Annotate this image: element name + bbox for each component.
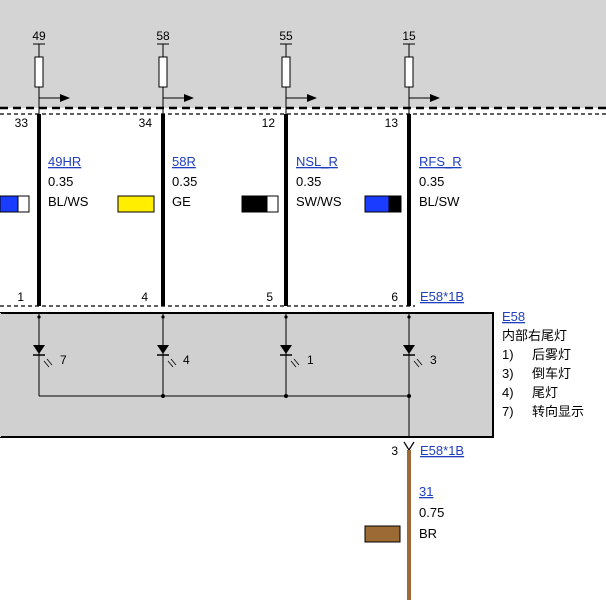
- lamp-component-box: [0, 312, 494, 438]
- wire-gauge: 0.35: [296, 174, 321, 189]
- connector-link[interactable]: E58*1B: [420, 289, 464, 304]
- wire-color-swatch-tail: [17, 195, 30, 213]
- wire-color-code: GE: [172, 194, 191, 209]
- wire-color-swatch: [364, 525, 401, 543]
- wire-link[interactable]: 31: [419, 484, 433, 499]
- wire-color-swatch-main: [241, 195, 268, 213]
- wire-color-code: BL/WS: [48, 194, 89, 209]
- terminal-label: 15: [402, 29, 416, 43]
- wire-color-code: BL/SW: [419, 194, 460, 209]
- legend-text: 转向显示: [532, 404, 584, 419]
- legend-number: 3): [502, 366, 514, 381]
- wire-link[interactable]: NSL_R: [296, 154, 338, 169]
- wire-label-58r: 58R 0.35 GE: [117, 154, 197, 213]
- legend-number: 4): [502, 385, 514, 400]
- wire-label-nsl-r: NSL_R 0.35 SW/WS: [241, 154, 342, 213]
- control-module-box: [0, 0, 606, 108]
- terminal-label: 58: [156, 29, 170, 43]
- wire-color-swatch-tail: [266, 195, 279, 213]
- wire-gauge: 0.35: [419, 174, 444, 189]
- pin-number: 12: [262, 116, 276, 130]
- fuse-resistor: [404, 56, 414, 88]
- lamp-number: 1: [307, 353, 314, 367]
- pin-number: 1: [17, 290, 24, 304]
- wire-label-rfs-r: RFS_R 0.35 BL/SW: [364, 154, 462, 213]
- lamp-number: 3: [430, 353, 437, 367]
- wire-gauge: 0.35: [48, 174, 73, 189]
- pin-number: 5: [266, 290, 273, 304]
- wire-gauge: 0.35: [172, 174, 197, 189]
- wire-color-code: SW/WS: [296, 194, 342, 209]
- connector-link[interactable]: E58*1B: [420, 443, 464, 458]
- wire-label-31: 31 0.75 BR: [364, 484, 444, 543]
- component-legend: E58 内部右尾灯 1) 后雾灯 3) 倒车灯 4) 尾灯 7) 转向显示: [502, 309, 584, 419]
- wire-color-swatch-tail: [388, 195, 402, 213]
- fuse-resistor: [34, 56, 44, 88]
- legend-number: 7): [502, 404, 514, 419]
- terminal-label: 55: [279, 29, 293, 43]
- wire-color-swatch: [117, 195, 155, 213]
- led-symbol: 7: [33, 345, 67, 368]
- wire-link[interactable]: 49HR: [48, 154, 81, 169]
- legend-text: 倒车灯: [532, 366, 571, 381]
- pin-number: 34: [139, 116, 153, 130]
- legend-text: 尾灯: [532, 385, 558, 400]
- fuse-resistor: [158, 56, 168, 88]
- wire-color-swatch-main: [364, 195, 390, 213]
- led-symbol: 1: [280, 345, 314, 368]
- ground-pin-marker: [403, 441, 415, 452]
- lamp-number: 4: [183, 353, 190, 367]
- pin-number: 13: [385, 116, 399, 130]
- top-pin-group: 49 33: [15, 29, 70, 130]
- pin-number: 6: [391, 290, 398, 304]
- pin-number: 4: [141, 290, 148, 304]
- lamp-number: 7: [60, 353, 67, 367]
- wire-label-49hr: 49HR 0.35 BL/WS: [0, 154, 89, 213]
- wire-color-code: BR: [419, 526, 437, 541]
- wire-color-swatch-main: [0, 195, 19, 213]
- pin-number: 3: [391, 444, 398, 458]
- wire-link[interactable]: RFS_R: [419, 154, 462, 169]
- top-pin-group: 58 34: [139, 29, 194, 130]
- wire-link[interactable]: 58R: [172, 154, 196, 169]
- top-pin-group: 55 12: [262, 29, 317, 130]
- legend-number: 1): [502, 347, 514, 362]
- component-title: 内部右尾灯: [502, 328, 567, 343]
- led-symbol: 3: [403, 345, 437, 368]
- legend-text: 后雾灯: [532, 347, 571, 362]
- terminal-label: 49: [32, 29, 46, 43]
- wire-gauge: 0.75: [419, 505, 444, 520]
- fuse-resistor: [281, 56, 291, 88]
- led-symbol: 4: [157, 345, 190, 368]
- top-pin-group: 15 13: [385, 29, 440, 130]
- pin-number: 33: [15, 116, 29, 130]
- component-link[interactable]: E58: [502, 309, 525, 324]
